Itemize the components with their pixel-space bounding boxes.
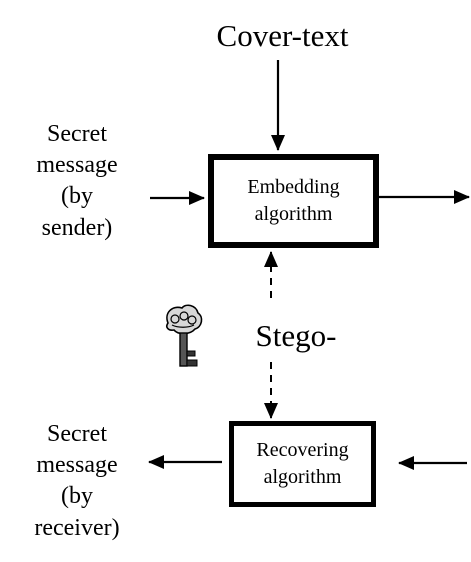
stego-key-label: Stego- — [225, 318, 367, 354]
embedding-algorithm-box: Embedding algorithm — [208, 154, 379, 248]
key-icon — [162, 303, 206, 376]
recovering-algorithm-label: Recovering algorithm — [256, 439, 349, 488]
embedding-algorithm-label: Embedding algorithm — [247, 176, 340, 225]
recovering-algorithm-box: Recovering algorithm — [229, 421, 376, 507]
secret-message-receiver-label: Secret message (by receiver) — [34, 421, 120, 541]
secret-message-sender-label: Secret message (by sender) — [36, 121, 118, 241]
cover-text-label: Cover-text — [216, 18, 349, 53]
